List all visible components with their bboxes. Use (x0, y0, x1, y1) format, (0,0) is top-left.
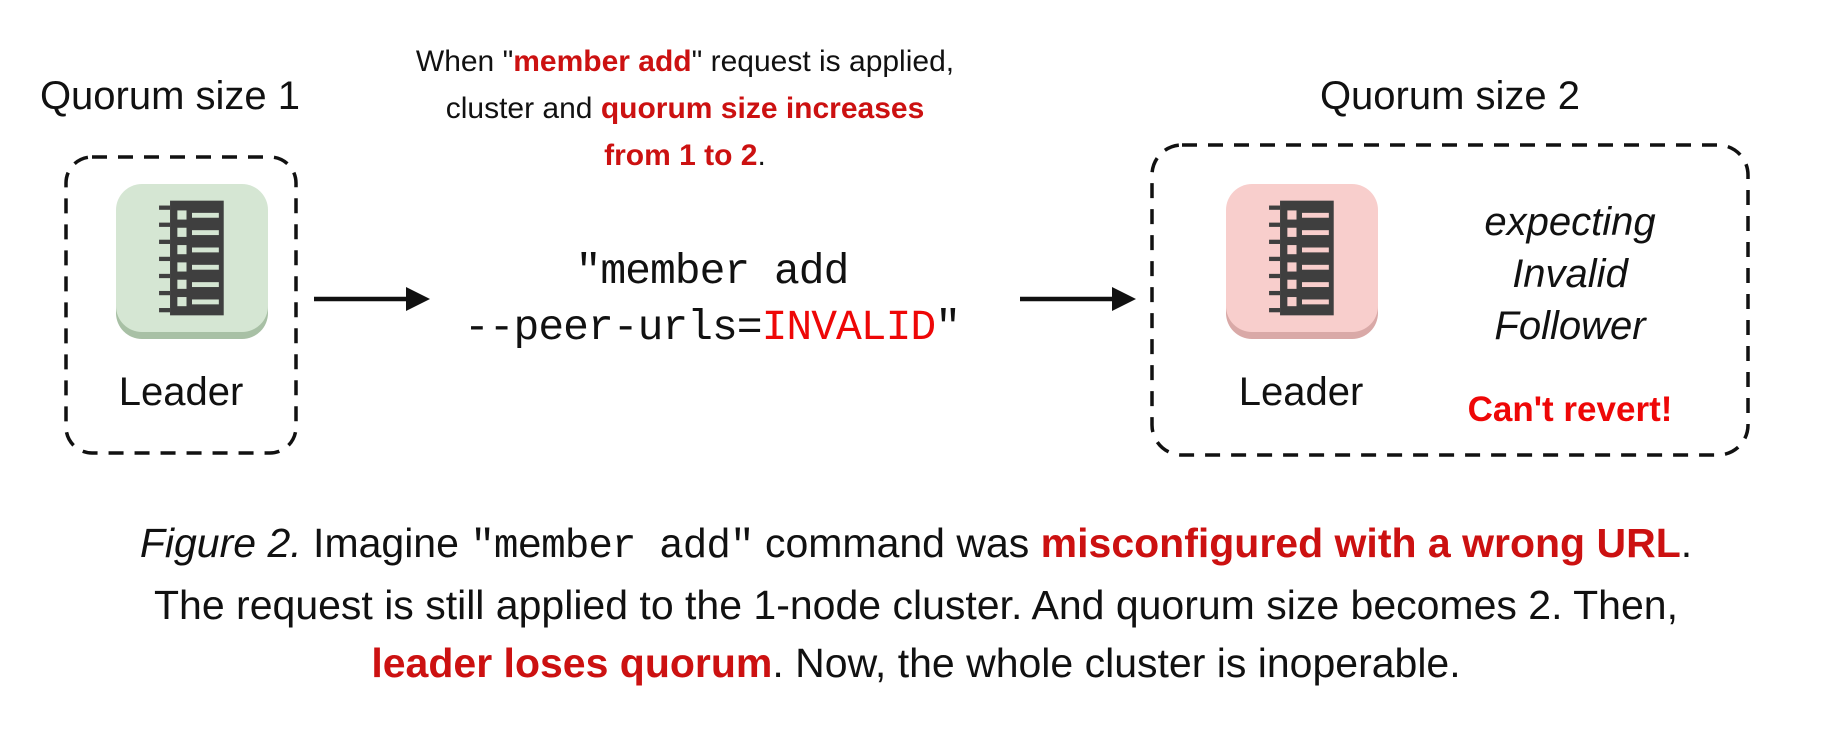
flow-arrow-left-icon (314, 287, 430, 311)
member-add-note: When "member add" request is applied,clu… (415, 45, 955, 172)
expect-line: Follower (1494, 304, 1646, 348)
quorum-size-2-title: Quorum size 2 (1319, 74, 1581, 118)
quorum-size-1-title: Quorum size 1 (39, 74, 301, 118)
flow-arrow-right-icon (1020, 287, 1136, 311)
expect-line: Invalid (1512, 252, 1628, 296)
leader-node-pink (1226, 184, 1378, 332)
member-add-command: "member add--peer-urls=INVALID" (463, 247, 961, 352)
leader-node-green (116, 184, 268, 332)
expect-line: expecting (1484, 200, 1656, 244)
leader-label-right: Leader (1238, 370, 1364, 414)
leader-label-left: Leader (118, 370, 244, 414)
cant-revert-warning: Can't revert! (1467, 390, 1673, 429)
figure-caption: Figure 2. Imagine "member add" command w… (139, 520, 1693, 686)
server-icon (1269, 200, 1334, 316)
server-icon (159, 200, 224, 316)
left-cluster-dashed-box (64, 155, 298, 455)
expecting-invalid-follower-text: expecting Invalid Follower (1395, 196, 1745, 352)
right-cluster-dashed-box (1150, 143, 1750, 457)
